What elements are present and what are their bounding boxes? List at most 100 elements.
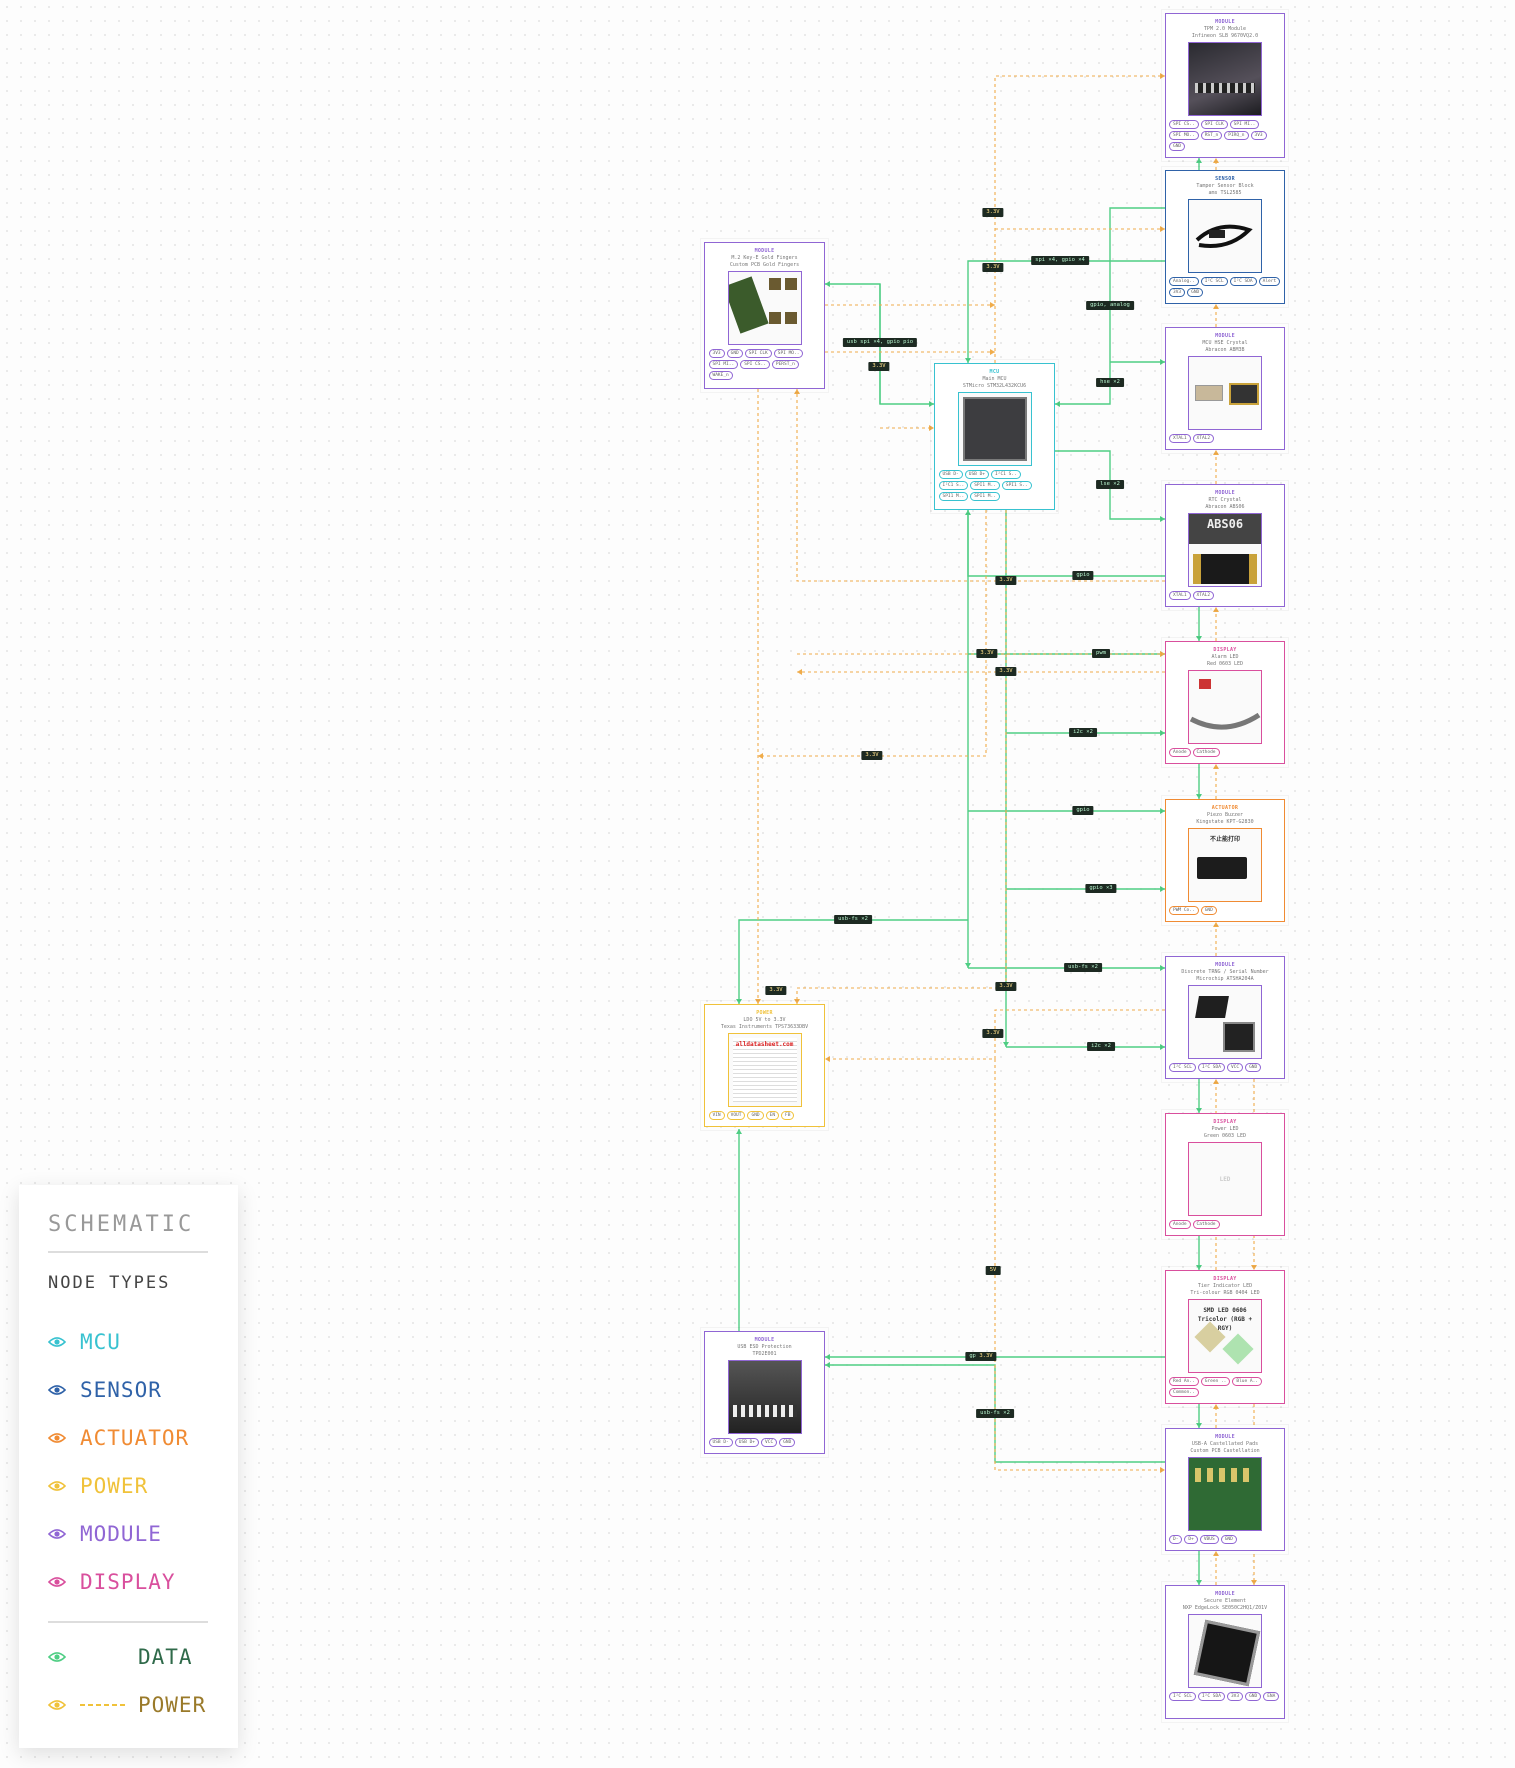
pin-badge[interactable]: VBUS xyxy=(1199,1535,1219,1544)
arrowhead xyxy=(1196,1423,1202,1428)
eye-icon[interactable] xyxy=(48,1383,66,1397)
pin-badge[interactable]: I²C SCL xyxy=(1200,277,1228,286)
eye-icon[interactable] xyxy=(48,1431,66,1445)
pin-badge[interactable]: GND xyxy=(1169,142,1186,151)
pin-badge[interactable]: SPI1 S.. xyxy=(1001,481,1032,490)
pin-badge[interactable]: USB D- xyxy=(938,470,963,479)
pin-badge[interactable]: SPI1 M.. xyxy=(938,492,969,501)
pin-badge[interactable]: I²C1 S.. xyxy=(991,470,1021,479)
eye-icon[interactable] xyxy=(48,1479,66,1493)
pin-badge[interactable]: GND xyxy=(726,349,743,358)
legend-item-module[interactable]: MODULE xyxy=(48,1522,162,1546)
pin-badge[interactable]: GND xyxy=(1245,1063,1262,1072)
pin-badge[interactable]: SPI1 M.. xyxy=(970,492,1000,501)
pin-badge[interactable]: 3V3 xyxy=(708,349,725,358)
pin-badge[interactable]: GND xyxy=(1245,1692,1262,1701)
pin-badge[interactable]: WAKE_n xyxy=(708,371,733,380)
pin-badge[interactable]: ENA xyxy=(1263,1692,1280,1701)
pin-badge[interactable]: I²C1 S.. xyxy=(938,481,969,490)
pin-badge[interactable]: Red An.. xyxy=(1169,1377,1199,1386)
pin-badge[interactable]: XTAL1 xyxy=(1169,591,1191,600)
pin-badge[interactable]: I²C SDA xyxy=(1229,277,1257,286)
pin-badge[interactable]: RST_n xyxy=(1200,131,1223,140)
pin-badge[interactable]: PWM Co.. xyxy=(1169,906,1199,915)
pin-badge[interactable]: I²C SDA xyxy=(1197,1692,1225,1701)
pin-badge[interactable]: Cathode xyxy=(1192,1220,1220,1229)
pin-badge[interactable]: SPI CS.. xyxy=(740,360,770,369)
legend-item-mcu[interactable]: MCU xyxy=(48,1330,121,1354)
pin-badge[interactable]: XTAL1 xyxy=(1169,434,1191,443)
legend-item-display[interactable]: DISPLAY xyxy=(48,1570,176,1594)
pin-badge[interactable]: USB D+ xyxy=(734,1438,760,1447)
pin-badge[interactable]: SPI CLK xyxy=(744,349,772,358)
pin-badge[interactable]: Cathode xyxy=(1192,748,1220,757)
eye-icon[interactable] xyxy=(48,1650,66,1664)
pin-badge[interactable]: D+ xyxy=(1184,1535,1198,1544)
pin-badge[interactable]: XTAL2 xyxy=(1192,591,1215,600)
pin-badge[interactable]: SPI MO.. xyxy=(773,349,804,358)
legend-item-power[interactable]: POWER xyxy=(48,1474,148,1498)
pin-badge[interactable]: GND xyxy=(747,1111,764,1120)
eye-icon[interactable] xyxy=(48,1527,66,1541)
pin-badge[interactable]: I²C SCL xyxy=(1169,1692,1196,1701)
pin-badge[interactable]: EN xyxy=(765,1111,780,1120)
pin-badge[interactable]: VOUT xyxy=(726,1111,746,1120)
pin-badge[interactable]: PIRQ_n xyxy=(1224,131,1249,140)
legend-item-sensor[interactable]: SENSOR xyxy=(48,1378,162,1402)
pin-badge[interactable]: SPI CS.. xyxy=(1169,120,1199,129)
tpm-board-photo xyxy=(1188,42,1262,116)
pin-badge[interactable]: GND xyxy=(1220,1535,1237,1544)
pin-badge[interactable]: Anode xyxy=(1169,1220,1191,1229)
pin-badge[interactable]: VIN xyxy=(708,1111,725,1120)
pin-badge[interactable]: 3V3 xyxy=(1169,288,1186,297)
pin-badge[interactable]: SPI CLK xyxy=(1200,120,1228,129)
pin-badge[interactable]: SPI1 M.. xyxy=(970,481,1000,490)
eye-icon[interactable] xyxy=(48,1575,66,1589)
pin-badge[interactable]: SPI MO.. xyxy=(1169,131,1199,140)
pin-badge[interactable]: GND xyxy=(1187,288,1204,297)
pin-badge[interactable]: D- xyxy=(1169,1535,1183,1544)
pin-badge[interactable]: GND xyxy=(779,1438,796,1447)
pin-badge[interactable]: 3V3 xyxy=(1226,1692,1244,1701)
pin-badge[interactable]: VCC xyxy=(1226,1063,1244,1072)
pin-badge[interactable]: I²C SCL xyxy=(1169,1063,1196,1072)
pin-badge[interactable]: GND xyxy=(1200,906,1217,915)
pin-badge[interactable]: FB xyxy=(781,1111,795,1120)
pin-badge[interactable]: Common.. xyxy=(1169,1388,1199,1397)
eye-icon[interactable] xyxy=(48,1335,66,1349)
pin-badge[interactable]: Analog.. xyxy=(1169,277,1199,286)
pin-badge[interactable]: VCC xyxy=(761,1438,778,1447)
pin-badge[interactable]: Blue A.. xyxy=(1232,1377,1263,1386)
pin-badge[interactable]: I²C SDA xyxy=(1197,1063,1225,1072)
pin-badge[interactable]: USB D+ xyxy=(964,470,990,479)
eye-icon[interactable] xyxy=(48,1698,66,1712)
legend-wire-dashed[interactable]: POWER xyxy=(48,1693,206,1717)
pin-badge[interactable]: Anode xyxy=(1169,748,1191,757)
pin-badge[interactable]: PERST_n xyxy=(771,360,799,369)
pin-badge[interactable]: Green .. xyxy=(1200,1377,1231,1386)
pin-badge[interactable]: Alert xyxy=(1258,277,1281,286)
pin-badge[interactable]: SPI MI.. xyxy=(1229,120,1260,129)
pin-badge[interactable]: 3V3 xyxy=(1250,131,1267,140)
legend-wire-solid[interactable]: DATA xyxy=(48,1645,193,1669)
pin-badge[interactable]: USB D- xyxy=(708,1438,733,1447)
pin-badge[interactable]: SPI MI.. xyxy=(708,360,739,369)
pin-badge[interactable]: XTAL2 xyxy=(1192,434,1215,443)
legend-item-actuator[interactable]: ACTUATOR xyxy=(48,1426,189,1450)
